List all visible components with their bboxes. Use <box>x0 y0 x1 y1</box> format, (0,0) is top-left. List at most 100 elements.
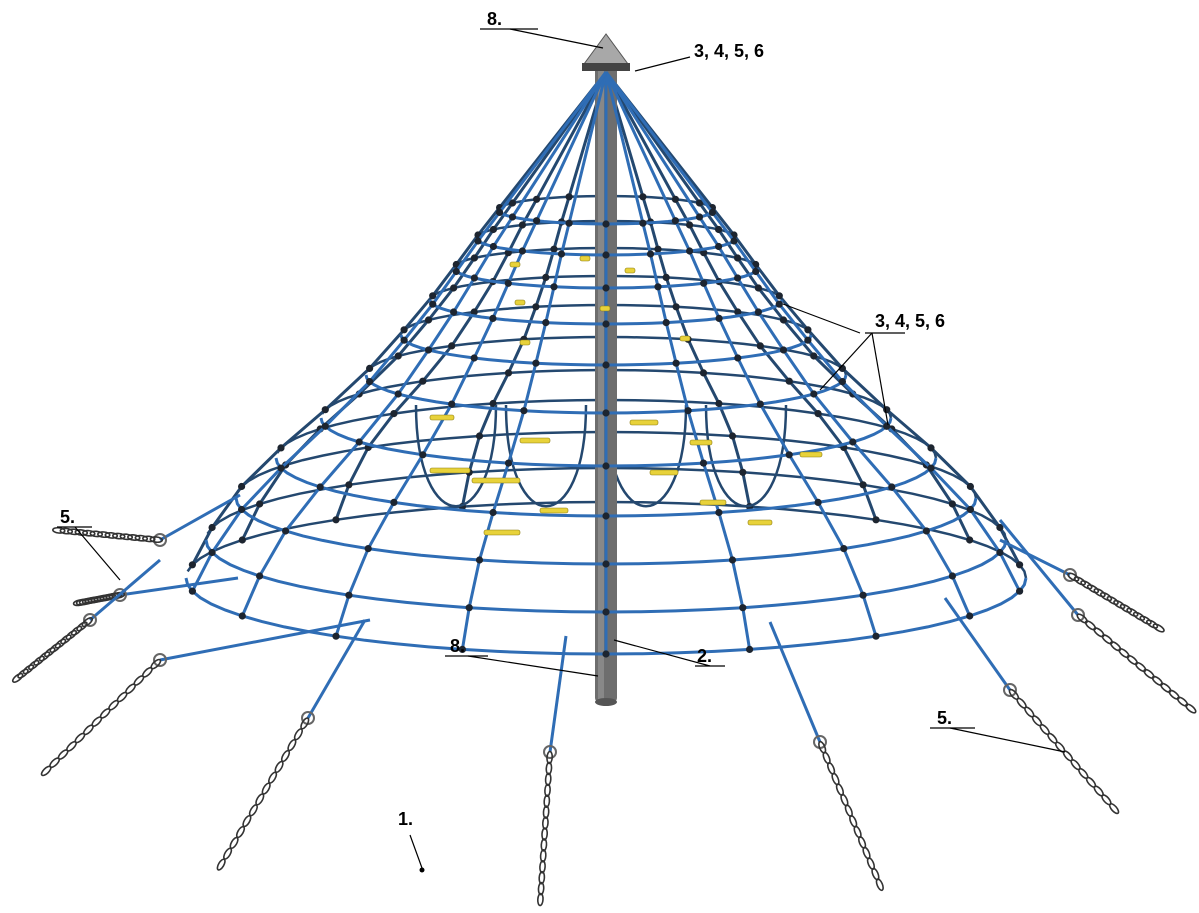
rope-node <box>366 378 374 386</box>
rope-node <box>671 195 680 203</box>
rope-node <box>238 536 246 544</box>
chain-link <box>40 765 52 777</box>
rope-node <box>872 632 880 640</box>
rope-node <box>532 359 540 367</box>
shackle <box>1003 683 1017 697</box>
rope-node <box>1016 587 1024 595</box>
chain-link <box>539 849 547 863</box>
radial-rope <box>460 71 608 650</box>
rope-node <box>695 199 704 207</box>
radial-rope <box>604 71 1021 592</box>
callout-post-base: 8. <box>450 636 465 656</box>
rope-node <box>450 308 458 316</box>
chain-link <box>1168 689 1180 700</box>
rope-node <box>654 245 662 253</box>
rope-node <box>429 292 437 300</box>
climbing-rung <box>699 499 727 506</box>
chain-link <box>82 529 96 537</box>
climbing-rung <box>747 519 773 526</box>
rope-node <box>859 481 867 489</box>
climbing-rung <box>429 414 455 421</box>
rope-node <box>684 407 692 415</box>
rope-node <box>470 354 478 362</box>
callout-ground: 1. <box>398 809 413 829</box>
rope-node <box>646 250 655 258</box>
rope-node <box>448 400 456 408</box>
chain-link <box>536 892 544 907</box>
rope-node <box>700 279 708 287</box>
rope-node <box>804 326 812 334</box>
chain-link <box>112 532 126 540</box>
chain-link <box>542 805 550 819</box>
callout-post: 2. <box>697 646 712 666</box>
chain-link <box>17 668 29 679</box>
chain-link <box>544 772 552 787</box>
chain-link <box>89 530 104 538</box>
callout-chain-right: 5. <box>937 708 952 728</box>
chain-link <box>235 825 246 839</box>
rope-node <box>602 251 610 259</box>
rope-node <box>475 556 484 564</box>
radial-rope <box>604 71 878 637</box>
chain-link <box>546 750 554 765</box>
rope-node <box>785 451 793 459</box>
rope-node <box>282 527 290 535</box>
chain-link <box>1076 613 1088 624</box>
rope-node <box>948 500 957 508</box>
chain-link <box>1108 802 1120 815</box>
chain-link <box>38 651 51 662</box>
rope-node <box>238 612 246 620</box>
chain-link <box>1139 615 1152 625</box>
rope-node <box>332 516 340 524</box>
rope-node <box>775 292 783 300</box>
rope-node <box>699 459 708 467</box>
radial-rope <box>604 71 752 650</box>
chain-link <box>287 738 297 752</box>
rope-node <box>602 409 610 417</box>
chain-link <box>1101 634 1114 645</box>
rope-node <box>715 314 723 322</box>
radial-rope <box>334 71 608 521</box>
rope-net-front <box>184 71 1028 658</box>
chain-link <box>149 536 164 544</box>
rope-node <box>927 444 935 452</box>
chain-link <box>1118 647 1130 659</box>
rope-node <box>779 346 788 354</box>
rope-node <box>739 468 747 476</box>
chain-link <box>72 599 87 607</box>
rope-node <box>489 225 497 234</box>
hanging-loop <box>414 404 498 508</box>
rope-node <box>804 336 812 344</box>
rope-node <box>429 300 437 308</box>
climbing-rung <box>514 299 526 306</box>
chain-link <box>223 847 233 860</box>
anchor-rope <box>548 635 568 753</box>
rope-node <box>470 274 478 282</box>
rope-node <box>602 220 610 228</box>
radial-rope <box>191 71 608 566</box>
callout-net-fixings: 3, 4, 5, 6 <box>875 311 945 331</box>
top-cap <box>582 33 630 71</box>
rope-node <box>814 498 822 506</box>
climbing-rung <box>483 529 521 536</box>
climbing-rung <box>519 339 531 346</box>
rope-node <box>533 195 541 203</box>
rope-node <box>695 213 704 221</box>
rope-node <box>838 378 847 386</box>
rope-node <box>927 464 935 472</box>
rope-node <box>366 364 374 372</box>
rope-node <box>775 300 783 308</box>
rope-node <box>345 591 353 599</box>
anchor-rope <box>943 597 1012 691</box>
rope-node <box>602 608 610 616</box>
rope-node <box>557 250 566 258</box>
radial-rope <box>240 71 608 617</box>
rope-node <box>520 407 528 415</box>
chain-link <box>59 527 74 535</box>
radial-rope <box>604 71 878 521</box>
rope-node <box>734 354 742 362</box>
rope-node <box>734 308 742 316</box>
rope-node <box>728 432 737 440</box>
rope-node <box>602 320 610 328</box>
rope-node <box>321 406 329 414</box>
